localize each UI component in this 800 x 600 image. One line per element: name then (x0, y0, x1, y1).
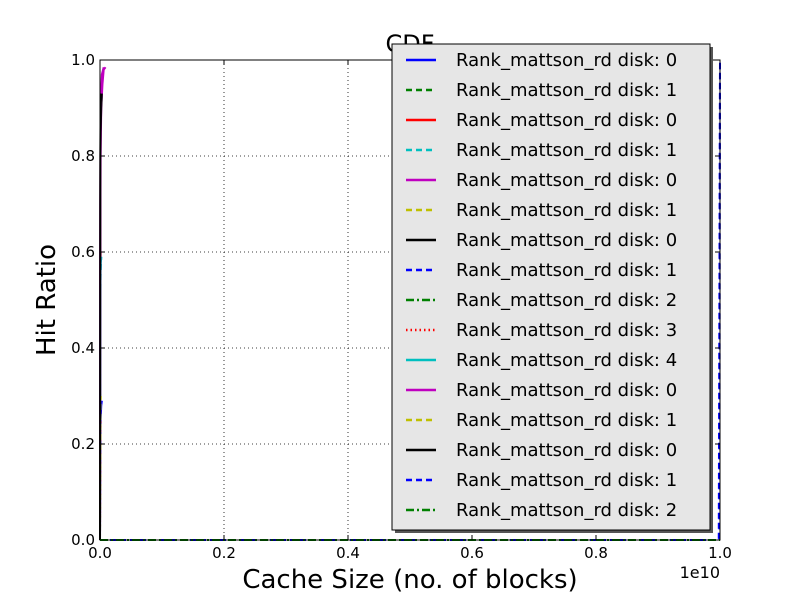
x-tick-label: 0.4 (336, 544, 360, 562)
y-tick-label: 1.0 (71, 51, 95, 69)
legend-label: Rank_mattson_rd disk: 3 (456, 320, 677, 341)
x-tick-label: 0.2 (212, 544, 236, 562)
legend-label: Rank_mattson_rd disk: 0 (456, 50, 677, 71)
y-tick-label: 0.4 (71, 339, 95, 357)
x-tick-label: 0.8 (584, 544, 608, 562)
x-axis-label: Cache Size (no. of blocks) (242, 565, 577, 595)
legend: Rank_mattson_rd disk: 0 Rank_mattson_rd d… (391, 43, 713, 533)
x-axis-offset-label: 1e10 (680, 563, 720, 582)
axis-ticks: 0.0 0.2 0.4 0.6 0.8 1.0 0.0 0.2 0.4 0.6 0.8 1.0 (71, 51, 732, 562)
legend-label: Rank_mattson_rd disk: 0 (456, 380, 677, 401)
legend-label: Rank_mattson_rd disk: 1 (456, 470, 677, 491)
legend-label: Rank_mattson_rd disk: 1 (456, 410, 677, 431)
y-tick-label: 0.0 (71, 531, 95, 549)
legend-label: Rank_mattson_rd disk: 0 (456, 440, 677, 461)
y-axis-label: Hit Ratio (32, 244, 62, 356)
legend-label: Rank_mattson_rd disk: 0 (456, 110, 677, 131)
legend-label: Rank_mattson_rd disk: 0 (456, 170, 677, 191)
legend-label: Rank_mattson_rd disk: 2 (456, 500, 677, 521)
legend-label: Rank_mattson_rd disk: 1 (456, 140, 677, 161)
y-tick-label: 0.8 (71, 147, 95, 165)
legend-box (391, 43, 711, 531)
legend-label: Rank_mattson_rd disk: 1 (456, 80, 677, 101)
legend-label: Rank_mattson_rd disk: 2 (456, 290, 677, 311)
legend-label: Rank_mattson_rd disk: 4 (456, 350, 677, 371)
x-tick-label: 1.0 (708, 544, 732, 562)
y-tick-label: 0.2 (71, 435, 95, 453)
legend-label: Rank_mattson_rd disk: 1 (456, 260, 677, 281)
legend-label: Rank_mattson_rd disk: 0 (456, 230, 677, 251)
y-tick-label: 0.6 (71, 243, 95, 261)
x-tick-label: 0.0 (88, 544, 112, 562)
legend-label: Rank_mattson_rd disk: 1 (456, 200, 677, 221)
x-tick-label: 0.6 (460, 544, 484, 562)
